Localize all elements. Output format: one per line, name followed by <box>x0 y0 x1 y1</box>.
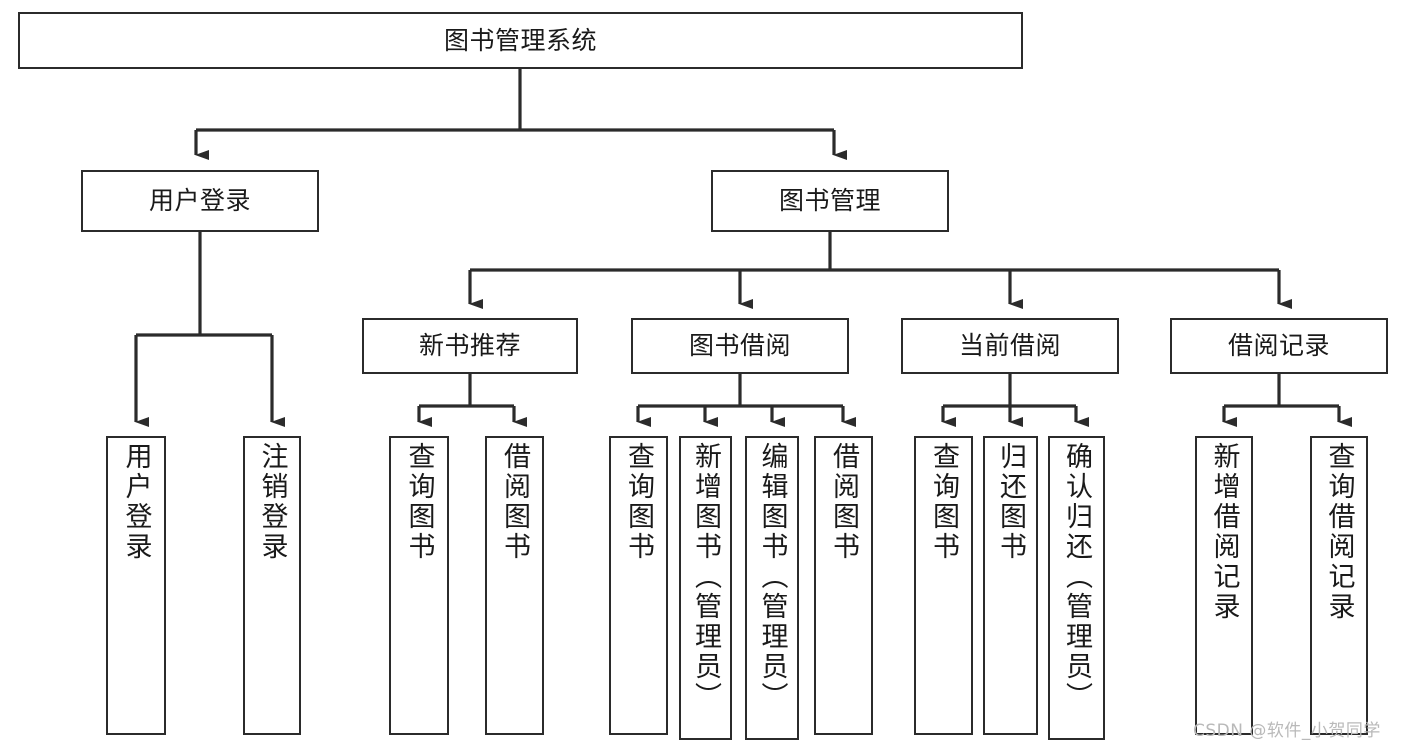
node-leaf-add-book-admin-label: 新增图书（管理员） <box>690 442 721 712</box>
node-leaf-query-borrow-record[interactable]: 查询借阅记录 <box>1310 436 1368 735</box>
node-leaf-user-logout[interactable]: 注销登录 <box>243 436 301 735</box>
node-borrow-record[interactable]: 借阅记录 <box>1170 318 1388 374</box>
node-current-borrow-label: 当前借阅 <box>958 331 1061 360</box>
node-leaf-user-login-label: 用户登录 <box>120 442 152 562</box>
node-leaf-borrow-book-rec[interactable]: 借阅图书 <box>485 436 544 735</box>
node-leaf-confirm-return-admin[interactable]: 确认归还（管理员） <box>1048 436 1105 740</box>
node-leaf-return-book[interactable]: 归还图书 <box>983 436 1038 735</box>
node-leaf-query-book-current-label: 查询图书 <box>928 442 959 562</box>
node-book-borrow[interactable]: 图书借阅 <box>631 318 849 374</box>
node-user-login-label: 用户登录 <box>148 186 251 215</box>
node-leaf-edit-book-admin-label: 编辑图书（管理员） <box>756 442 788 712</box>
node-leaf-borrow-book-rec-label: 借阅图书 <box>499 442 530 562</box>
node-current-borrow[interactable]: 当前借阅 <box>901 318 1119 374</box>
node-leaf-edit-book-admin[interactable]: 编辑图书（管理员） <box>745 436 799 740</box>
node-leaf-query-book-rec[interactable]: 查询图书 <box>389 436 449 735</box>
node-book-management-label: 图书管理 <box>778 186 881 215</box>
node-root[interactable]: 图书管理系统 <box>18 12 1023 69</box>
node-leaf-borrow-book-label: 借阅图书 <box>828 442 859 562</box>
node-leaf-query-book-borrow[interactable]: 查询图书 <box>609 436 668 735</box>
node-borrow-record-label: 借阅记录 <box>1227 331 1330 360</box>
watermark-text: CSDN @软件_小贺同学 <box>1193 721 1381 741</box>
node-leaf-user-login[interactable]: 用户登录 <box>106 436 166 735</box>
node-leaf-return-book-label: 归还图书 <box>995 442 1026 562</box>
node-user-login[interactable]: 用户登录 <box>81 170 319 232</box>
node-leaf-query-book-current[interactable]: 查询图书 <box>914 436 973 735</box>
node-new-book-recommend[interactable]: 新书推荐 <box>362 318 578 374</box>
node-leaf-query-book-borrow-label: 查询图书 <box>623 442 654 562</box>
node-leaf-confirm-return-admin-label: 确认归还（管理员） <box>1061 442 1092 712</box>
node-leaf-query-book-rec-label: 查询图书 <box>403 442 435 562</box>
node-leaf-add-borrow-record[interactable]: 新增借阅记录 <box>1195 436 1253 735</box>
node-leaf-add-book-admin[interactable]: 新增图书（管理员） <box>679 436 732 740</box>
node-leaf-user-logout-label: 注销登录 <box>256 442 288 562</box>
node-root-label: 图书管理系统 <box>443 25 597 55</box>
node-leaf-add-borrow-record-label: 新增借阅记录 <box>1208 442 1240 622</box>
node-leaf-borrow-book[interactable]: 借阅图书 <box>814 436 873 735</box>
node-new-book-recommend-label: 新书推荐 <box>418 331 521 360</box>
node-book-management[interactable]: 图书管理 <box>711 170 949 232</box>
node-leaf-query-borrow-record-label: 查询借阅记录 <box>1323 442 1355 622</box>
node-book-borrow-label: 图书借阅 <box>688 331 791 360</box>
